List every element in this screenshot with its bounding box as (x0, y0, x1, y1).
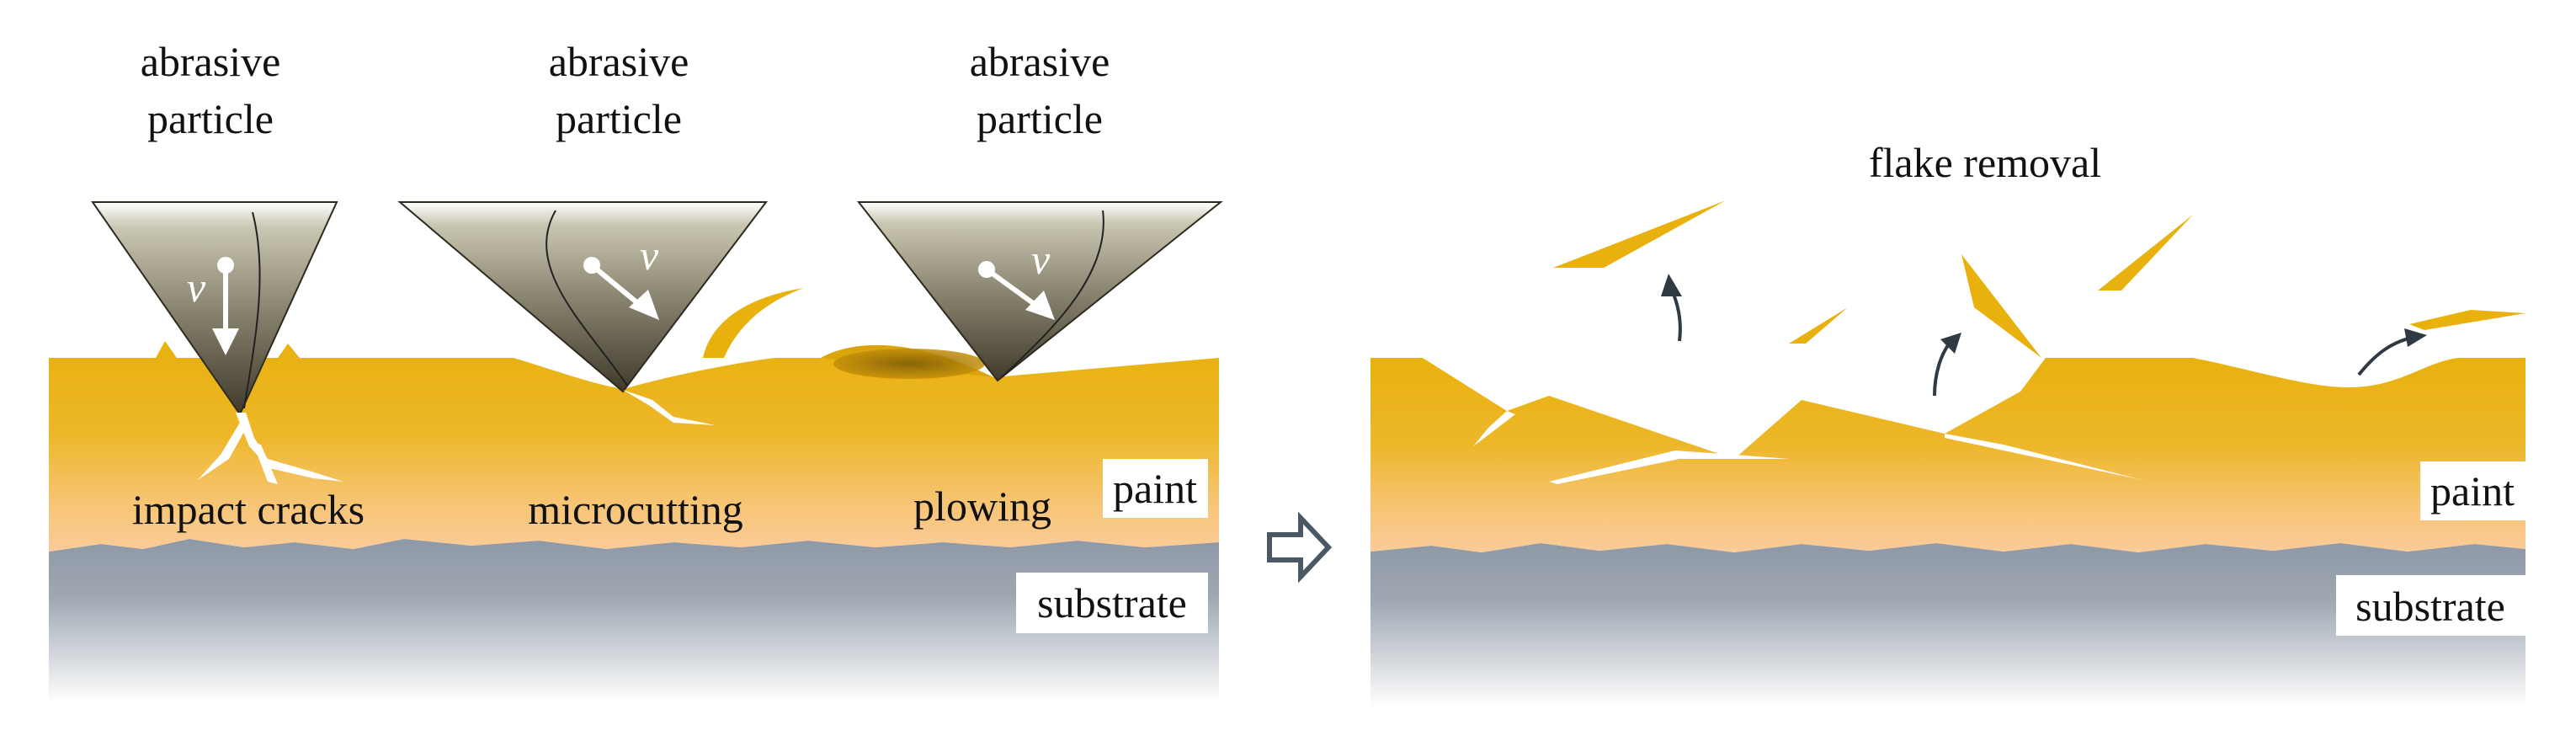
substrate-label-box (1016, 573, 1208, 633)
particle-2-edge (546, 210, 628, 386)
particle-1-label-line2: particle (147, 95, 274, 142)
paint-layer-right (1370, 358, 2525, 552)
paint-label-box (1103, 459, 1208, 518)
abrasive-particle-3 (856, 201, 1223, 382)
particle-3-label-line2: particle (977, 95, 1103, 142)
velocity-label-2: v (640, 232, 659, 279)
flake-1 (1553, 200, 1726, 268)
mechanism-label-plowing: plowing (913, 482, 1051, 530)
substrate-layer-right (1370, 543, 2525, 707)
mechanism-label-microcutting: microcutting (528, 486, 743, 533)
subsurface-cracks (1473, 411, 2142, 484)
mechanism-label-impact-cracks: impact cracks (132, 486, 365, 533)
flake-4 (2098, 215, 2193, 291)
particle-3-label-line1: abrasive (970, 38, 1110, 85)
particle-1-edge (243, 211, 261, 409)
velocity-arrow-icon (212, 257, 1055, 355)
velocity-label-3: v (1031, 236, 1051, 283)
flake-5 (2409, 310, 2525, 330)
right-panel: flake removal paint substrate (1370, 139, 2525, 707)
transition-arrow-icon (1267, 511, 1333, 584)
paint-label-right: paint (2430, 467, 2515, 514)
paint-flakes (1553, 200, 2525, 358)
paint-label-box-right (2420, 461, 2525, 520)
substrate-label-right: substrate (2355, 583, 2505, 630)
substrate-layer (49, 539, 1219, 703)
flake-3 (1961, 254, 2041, 358)
substrate-label-box-right (2336, 575, 2525, 636)
particle-3-edge (1001, 210, 1104, 378)
impact-cracks (198, 413, 343, 484)
abrasive-particle-2 (397, 201, 769, 393)
paint-layer (49, 341, 1219, 552)
substrate-label: substrate (1037, 579, 1187, 626)
flake-removal-label: flake removal (1869, 139, 2101, 186)
particle-2-label-line2: particle (556, 95, 682, 142)
velocity-label-1: v (187, 264, 206, 311)
plowing-groove (833, 349, 985, 379)
ejection-arrowheads (1661, 274, 2427, 354)
particle-2-label-line1: abrasive (549, 38, 689, 85)
flake-2 (1789, 307, 1848, 344)
microcutting-crack (623, 390, 716, 425)
paint-label: paint (1113, 465, 1197, 512)
left-panel: v v v abrasive particle abrasive particl… (49, 38, 1223, 703)
microcutting-chip (703, 288, 804, 358)
abrasive-particle-1 (91, 201, 338, 417)
particle-1-label-line1: abrasive (141, 38, 281, 85)
